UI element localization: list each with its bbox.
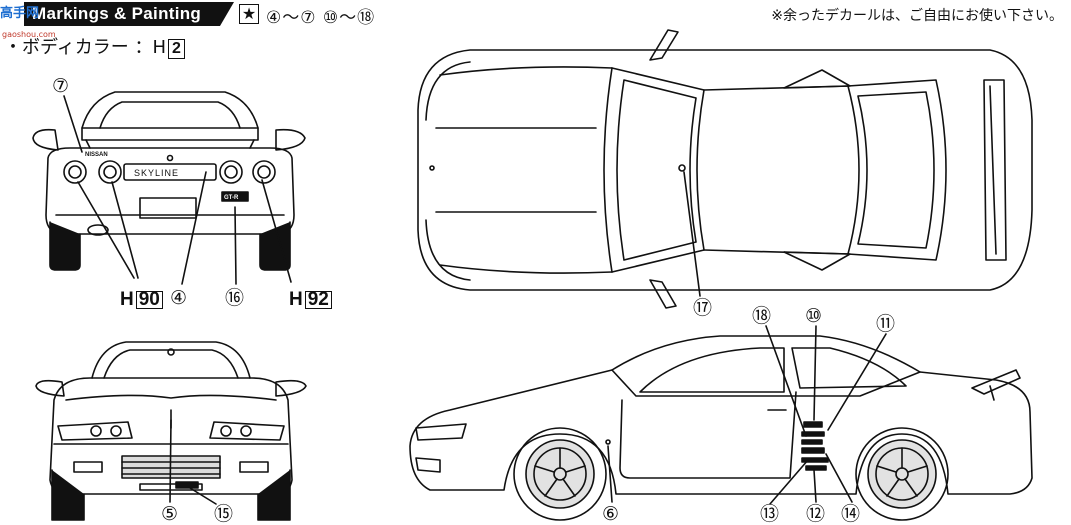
callout-7: ⑦ xyxy=(52,75,70,97)
star-icon: ★ xyxy=(239,4,259,24)
callout-6: ⑥ xyxy=(602,503,620,525)
front-view-car xyxy=(35,341,307,521)
callout-11: ⑪ xyxy=(876,313,896,335)
callout-17: ⑰ xyxy=(693,297,713,319)
body-color-label: ・ボディカラー ：H xyxy=(4,37,166,58)
gtr-badge-text: GT-R xyxy=(224,195,239,201)
h92-prefix: H xyxy=(289,289,303,310)
watermark-logo: 高手网 xyxy=(0,6,40,21)
h92-code: 92 xyxy=(304,290,332,309)
callout-15: ⑮ xyxy=(214,503,234,525)
callout-14: ⑭ xyxy=(841,503,861,525)
callout-12: ⑫ xyxy=(806,503,826,525)
rear-view-car xyxy=(32,91,306,285)
h90-code: 90 xyxy=(135,290,163,309)
callout-5: ⑤ xyxy=(161,503,179,525)
callout-4: ④ xyxy=(170,287,188,309)
decal-ranges: ④～⑦ ⑩～⑱ xyxy=(266,8,376,28)
header: Markings & Painting 高手网 gaoshou.com ★ ④～… xyxy=(0,0,1071,39)
callout-16: ⑯ xyxy=(225,287,245,309)
title-badge: Markings & Painting xyxy=(24,2,234,26)
callout-18: ⑱ xyxy=(752,305,772,327)
callout-13: ⑬ xyxy=(760,503,780,525)
nissan-badge-text: NISSAN xyxy=(85,152,108,158)
side-view-car xyxy=(409,325,1033,521)
leftover-decal-note: ※余ったデカールは、ご自由にお使い下さい。 xyxy=(771,8,1063,24)
callout-10: ⑩ xyxy=(805,305,823,327)
h90-prefix: H xyxy=(120,289,134,310)
watermark-url: gaoshou.com xyxy=(2,30,56,39)
body-color-code: 2 xyxy=(168,39,185,59)
skyline-badge-text: SKYLINE xyxy=(134,168,179,178)
top-view-car xyxy=(417,29,1033,309)
